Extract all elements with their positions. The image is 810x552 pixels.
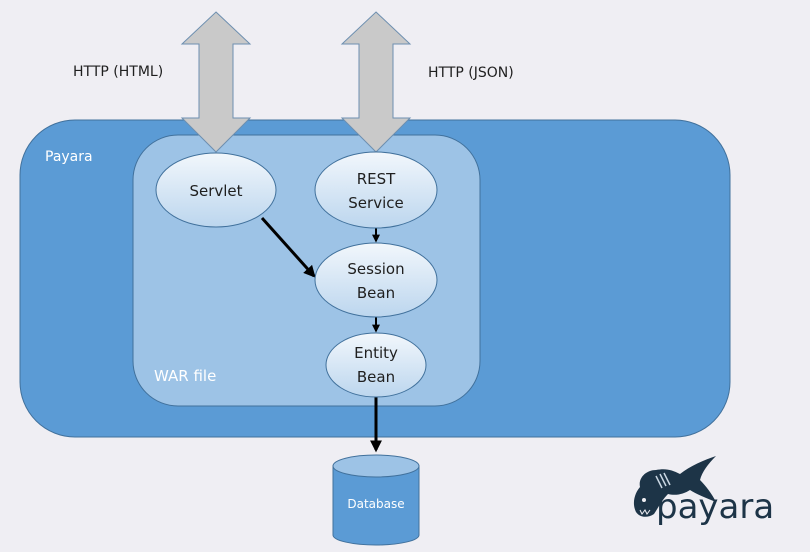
http-html-arrow xyxy=(180,11,252,153)
node-entity-bean: Entity Bean xyxy=(325,332,427,398)
http-json-label: HTTP (JSON) xyxy=(428,65,514,81)
war-file-label: WAR file xyxy=(154,367,216,385)
payara-logo-text: payara xyxy=(656,487,774,527)
node-rest-service: REST Service xyxy=(314,151,438,229)
fish-icon xyxy=(633,456,716,517)
node-session-bean-label-line2: Bean xyxy=(357,284,395,302)
database-label: Database xyxy=(347,497,404,511)
node-entity-bean-label-line2: Bean xyxy=(357,368,395,386)
edge-servlet-to-session-bean xyxy=(260,216,316,278)
node-rest-service-label-line2: Service xyxy=(348,194,403,212)
payara-container-label: Payara xyxy=(45,149,93,165)
node-session-bean-label-line1: Session xyxy=(347,260,404,278)
node-entity-bean-label-line1: Entity xyxy=(354,344,398,362)
payara-logo: payara xyxy=(633,456,774,527)
node-servlet-label: Servlet xyxy=(189,182,242,200)
node-servlet: Servlet xyxy=(155,152,277,228)
http-html-label: HTTP (HTML) xyxy=(73,64,163,80)
node-rest-service-label-line1: REST xyxy=(357,170,396,188)
node-session-bean: Session Bean xyxy=(314,242,438,318)
database-cylinder: Database xyxy=(332,454,420,546)
